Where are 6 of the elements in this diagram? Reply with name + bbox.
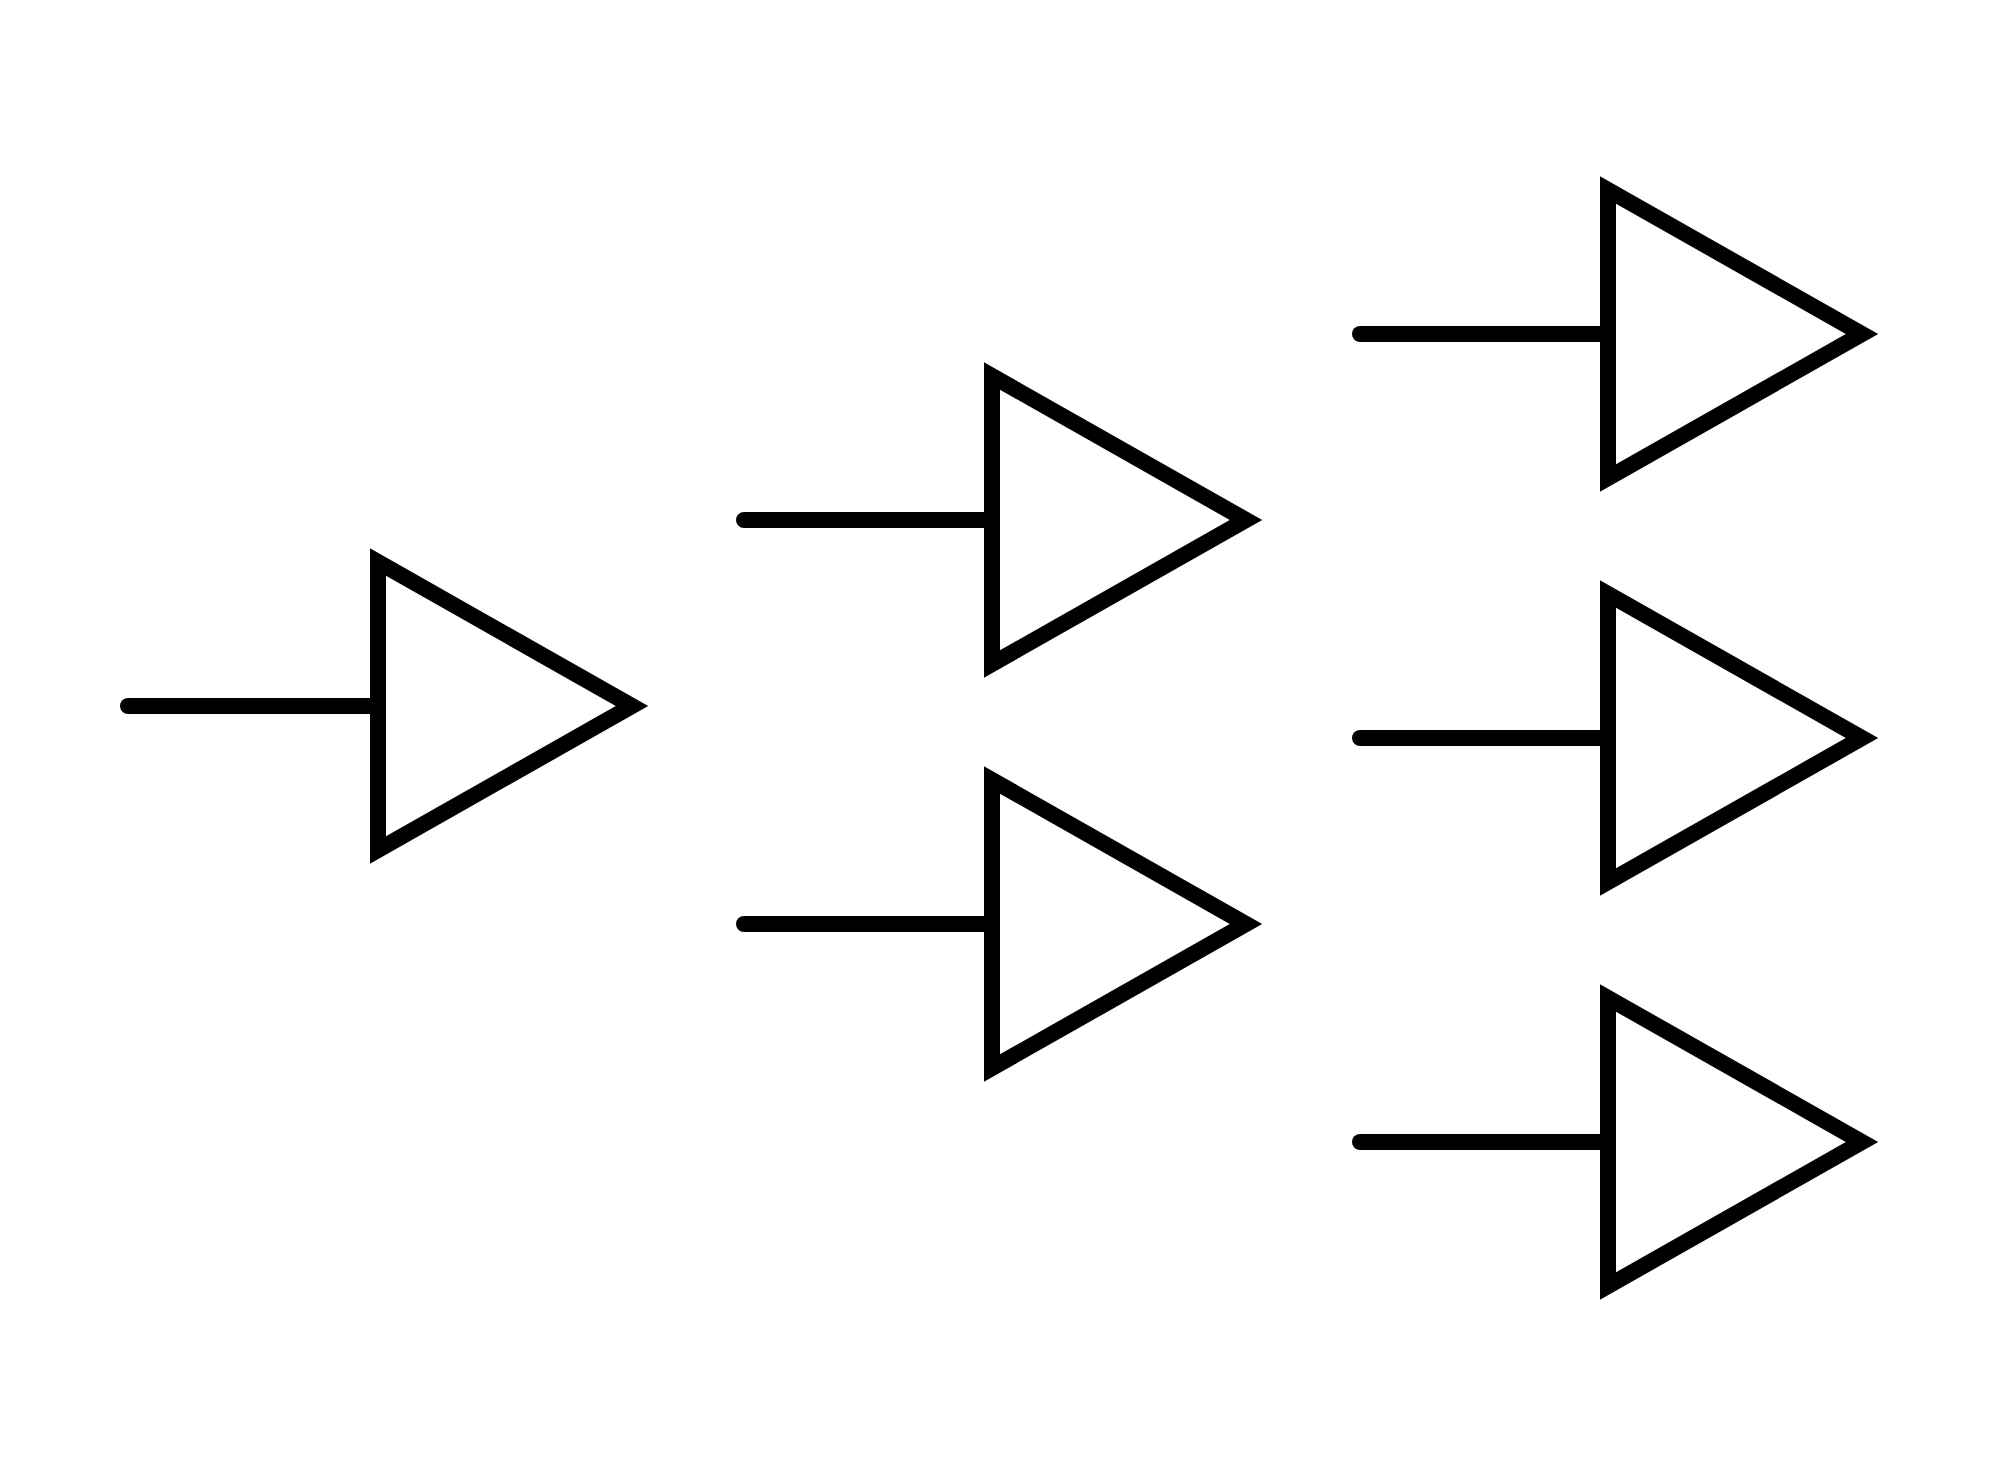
triangle-shape [984,764,1264,1084]
triangle-shape [1600,982,1880,1302]
triangle-shape [1600,578,1880,898]
triangle-shape [984,360,1264,680]
triangle-shape [1600,174,1880,494]
triangle-shape [370,546,650,866]
